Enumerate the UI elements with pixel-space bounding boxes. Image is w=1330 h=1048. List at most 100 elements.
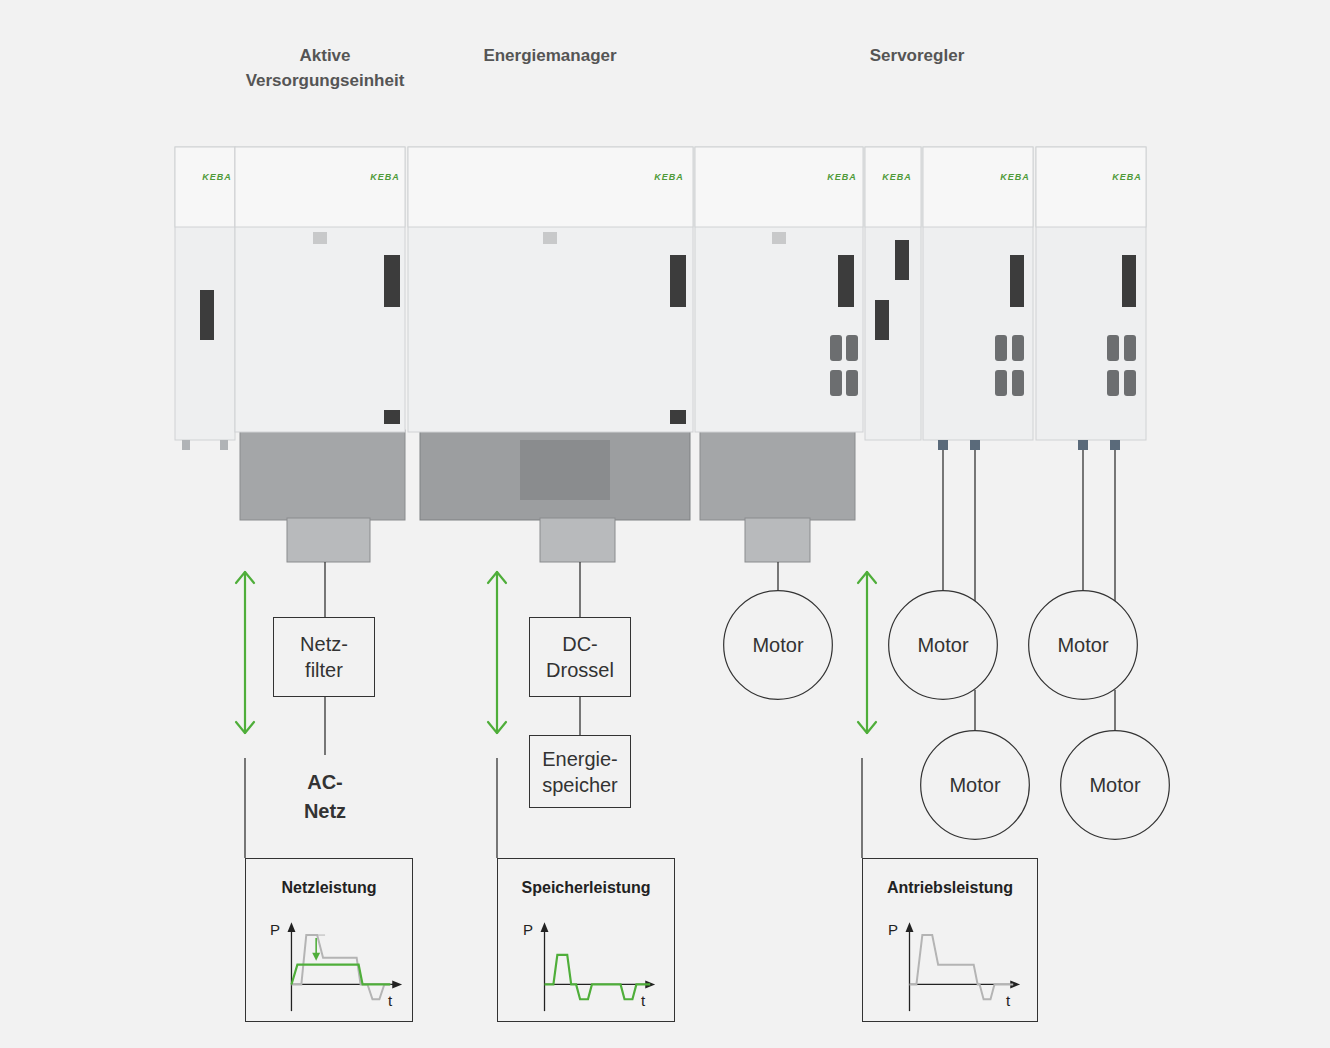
device-latch xyxy=(313,232,327,244)
circle-shape xyxy=(724,591,833,700)
circle-shape xyxy=(921,731,1030,840)
cable-terminal xyxy=(1078,440,1088,450)
sub-d-connector xyxy=(1107,335,1119,361)
arrow-head xyxy=(488,722,506,733)
choke-box: DC- Drossel xyxy=(529,617,631,697)
mounting-bracket xyxy=(540,518,615,562)
heat-sink xyxy=(420,430,690,520)
arrow-head xyxy=(488,572,506,583)
heat-sink xyxy=(240,430,405,520)
sub-d-connector xyxy=(846,370,858,396)
brand-logo-wrap: KEBA xyxy=(200,166,234,184)
motor-circle: Motor xyxy=(920,730,1030,840)
cable-terminal xyxy=(970,440,980,450)
motor-circle: Motor xyxy=(1028,590,1138,700)
circle-shape xyxy=(889,591,998,700)
wire xyxy=(1114,450,1115,601)
motor-circle: Motor xyxy=(1060,730,1170,840)
axis-label: P xyxy=(888,921,898,938)
axis-label-wrap: t xyxy=(388,992,392,1010)
device-cover xyxy=(175,147,235,227)
chart-title: Speicherleistung xyxy=(498,879,674,897)
axis-label-wrap: P xyxy=(523,921,533,939)
mounting-bracket xyxy=(745,518,810,562)
sub-d-connector xyxy=(995,335,1007,361)
node-text: Motor xyxy=(917,634,968,657)
device-cover xyxy=(865,147,921,227)
circle-shape xyxy=(1061,731,1170,840)
connector-port xyxy=(384,410,400,424)
label-wrap: Energiemanager xyxy=(450,44,650,69)
connector-port xyxy=(875,300,889,340)
axis-label: P xyxy=(270,921,280,938)
brand-logo-wrap: KEBA xyxy=(998,166,1032,184)
node-text: Energie- speicher xyxy=(537,746,623,798)
reduced-power-curve xyxy=(291,965,390,985)
connector-port xyxy=(838,255,854,307)
device-housing xyxy=(865,147,921,440)
brand-logo-wrap: KEBA xyxy=(880,166,914,184)
axis-label-wrap: t xyxy=(1006,992,1010,1010)
device-housing xyxy=(695,147,863,432)
brand-logo: KEBA xyxy=(202,172,232,183)
sub-d-connector xyxy=(846,335,858,361)
node-text: Motor xyxy=(949,774,1000,797)
storage-box: Energie- speicher xyxy=(529,735,631,808)
connector-port xyxy=(200,290,214,340)
arrow-head xyxy=(858,722,876,733)
filter-box: Netz- filter xyxy=(273,617,375,697)
chart-box: SpeicherleistungPt xyxy=(497,858,675,1022)
supply-label: AC- Netz xyxy=(298,768,353,826)
device-latch xyxy=(543,232,557,244)
leader-line xyxy=(861,758,862,858)
reduced-power-curve xyxy=(545,955,651,999)
cable-terminal xyxy=(1110,440,1120,450)
sub-d-connector xyxy=(1124,335,1136,361)
device-cover xyxy=(695,147,863,227)
sub-d-connector xyxy=(995,370,1007,396)
axis-label-wrap: P xyxy=(888,921,898,939)
device-housing xyxy=(1036,147,1146,440)
sub-d-connector xyxy=(1012,335,1024,361)
chart-axis xyxy=(544,930,545,1011)
leader-line xyxy=(244,758,245,858)
axis-label-wrap: P xyxy=(270,921,280,939)
reduction-arrow-head xyxy=(312,953,320,961)
device-housing xyxy=(175,147,235,440)
axis-arrow xyxy=(541,922,549,932)
chart-box: AntriebsleistungPt xyxy=(862,858,1038,1022)
device-housing xyxy=(923,147,1033,440)
connector-port xyxy=(384,255,400,307)
drive-power-curve xyxy=(910,935,1014,999)
column-heading: Aktive Versorgungseinheit xyxy=(235,44,415,93)
motor-circle: Motor xyxy=(723,590,833,700)
connector-port xyxy=(670,410,686,424)
label-wrap: Servoregler xyxy=(817,44,1017,69)
connector-line xyxy=(579,697,580,735)
node-text: DC- Drossel xyxy=(540,631,620,683)
axis-label: t xyxy=(641,992,645,1009)
peak-mark xyxy=(309,935,325,936)
node-text: Netz- filter xyxy=(289,631,359,683)
mounting-bracket xyxy=(287,518,370,562)
chart-title: Netzleistung xyxy=(246,879,412,897)
sub-d-connector xyxy=(1124,370,1136,396)
cable-terminal xyxy=(938,440,948,450)
device-cover xyxy=(235,147,405,227)
label-wrap: AC- Netz xyxy=(280,768,370,826)
wire xyxy=(324,697,325,755)
power-flow-arrow xyxy=(244,572,246,733)
power-flow-arrow xyxy=(496,572,498,733)
arrow-head xyxy=(858,572,876,583)
axis-label: P xyxy=(523,921,533,938)
brand-logo: KEBA xyxy=(882,172,912,183)
brand-logo-wrap: KEBA xyxy=(368,166,402,184)
axis-arrow xyxy=(906,922,914,932)
arrow-head xyxy=(236,572,254,583)
arrow-head xyxy=(236,722,254,733)
chart-box: NetzleistungPt xyxy=(245,858,413,1022)
brand-logo: KEBA xyxy=(1112,172,1142,183)
